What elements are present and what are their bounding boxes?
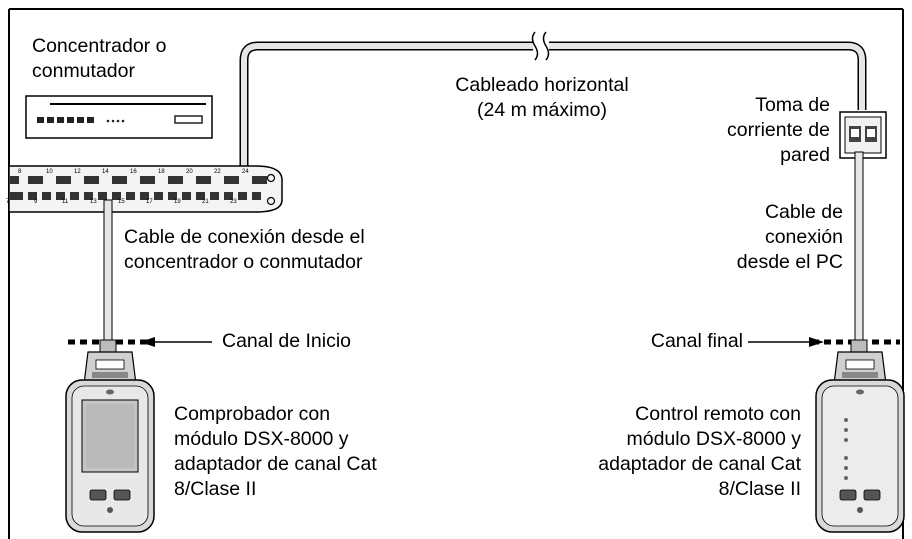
patch-port <box>196 176 205 184</box>
patch-port <box>84 176 93 184</box>
patch-cable-hub-label: Cable de conexión desde el concentrador … <box>124 226 365 273</box>
patch-port <box>258 176 267 184</box>
patch-port <box>182 192 191 200</box>
patch-port <box>90 176 99 184</box>
patch-port <box>98 192 107 200</box>
port-number-label: 13 <box>90 199 97 205</box>
patch-port <box>34 176 43 184</box>
port-number-label: 10 <box>46 169 53 175</box>
wall-outlet-device <box>839 111 887 159</box>
port-number-label: 8 <box>18 169 22 175</box>
port-number-label: 15 <box>118 199 125 205</box>
channel-start-label: Canal de Inicio <box>222 330 351 352</box>
port-number-label: 7 <box>6 199 10 205</box>
patch-port <box>238 192 247 200</box>
patch-port <box>118 176 127 184</box>
patch-cable-pc <box>854 151 864 351</box>
patch-port <box>146 176 155 184</box>
patch-port <box>42 192 51 200</box>
wall-outlet-label: Toma de corriente de pared <box>727 94 830 166</box>
port-number-label: 12 <box>74 169 81 175</box>
patch-cable-hub <box>103 199 113 351</box>
patch-panel: 8 10 12 14 16 18 20 22 24 7 9 11 13 15 17 19 21 23 <box>6 165 283 213</box>
port-number-label: 23 <box>230 199 237 205</box>
patch-port <box>140 192 149 200</box>
patch-port <box>28 192 37 200</box>
port-number-label: 20 <box>186 169 193 175</box>
patch-port <box>112 192 121 200</box>
tester-device <box>65 339 155 533</box>
channel-end-arrow <box>748 337 824 347</box>
patch-port <box>140 176 149 184</box>
patch-port <box>252 176 261 184</box>
patch-port <box>168 192 177 200</box>
patch-port <box>84 192 93 200</box>
horizontal-cable <box>239 31 867 178</box>
port-number-label: 21 <box>202 199 209 205</box>
patch-cable-pc-label: Cable de conexión desde el PC <box>736 201 843 273</box>
port-number-label: 9 <box>34 199 38 205</box>
port-number-label: 17 <box>146 199 153 205</box>
patch-port <box>252 192 261 200</box>
patch-panel-ports: 8 10 12 14 16 18 20 22 24 7 9 11 13 15 17 19 21 23 <box>6 169 267 205</box>
port-number-label: 16 <box>130 169 137 175</box>
patch-port <box>70 192 79 200</box>
patch-port <box>196 192 205 200</box>
patch-port <box>202 176 211 184</box>
patch-port <box>10 176 19 184</box>
patch-port <box>224 176 233 184</box>
patch-port <box>112 176 121 184</box>
patch-port <box>14 192 23 200</box>
port-number-label: 24 <box>242 169 249 175</box>
patch-port <box>210 192 219 200</box>
port-number-label: 14 <box>102 169 109 175</box>
channel-end-label: Canal final <box>650 330 743 352</box>
hub-switch-device <box>25 95 213 139</box>
port-number-label: 11 <box>62 199 69 205</box>
patch-port <box>28 176 37 184</box>
patch-port <box>174 176 183 184</box>
patch-port <box>154 192 163 200</box>
remote-device <box>815 339 905 533</box>
patch-port <box>56 192 65 200</box>
horizontal-cabling-label: Cableado horizontal (24 m máximo) <box>455 74 629 121</box>
patch-port <box>62 176 71 184</box>
tester-label: Comprobador con módulo DSX-8000 y adapta… <box>174 403 377 500</box>
patch-port <box>224 192 233 200</box>
patch-port <box>126 192 135 200</box>
port-number-label: 22 <box>214 169 221 175</box>
channel-start-arrow <box>140 337 212 347</box>
patch-port <box>168 176 177 184</box>
patch-port <box>230 176 239 184</box>
remote-label: Control remoto con módulo DSX-8000 y ada… <box>598 403 801 500</box>
patch-port <box>56 176 65 184</box>
port-number-label: 18 <box>158 169 165 175</box>
port-number-label: 19 <box>174 199 181 205</box>
hub-switch-label: Concentrador o conmutador <box>32 35 167 82</box>
